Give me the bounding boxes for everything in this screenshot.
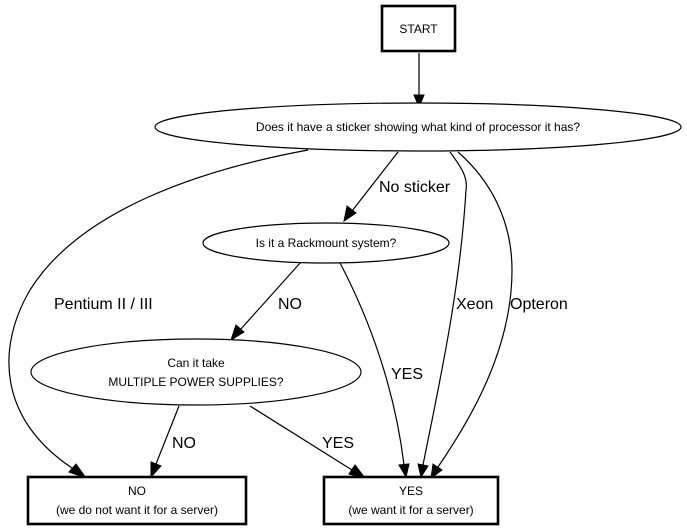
yes-result-box (322, 475, 500, 526)
edge-power-to-no (155, 405, 180, 465)
power-question-line1: Can it take (167, 356, 225, 370)
power-ellipse (30, 338, 362, 406)
yes-result-line2: (we want it for a server) (348, 503, 473, 517)
edge-sticker-to-no (8, 149, 309, 469)
arrowhead-start-to-sticker (413, 94, 425, 109)
sticker-question-label: Does it have a sticker showing what kind… (256, 120, 580, 134)
edge-label-power-yes: YES (322, 435, 354, 452)
power-question-line2: MULTIPLE POWER SUPPLIES? (108, 375, 283, 389)
edge-label-rackmount-no: NO (278, 296, 302, 313)
no-result-line1: NO (128, 484, 146, 498)
start-box (380, 4, 457, 53)
rackmount-question-label: Is it a Rackmount system? (256, 236, 397, 250)
sticker-ellipse (154, 102, 682, 152)
edge-sticker-to-rackmount (351, 151, 399, 212)
node-yes-result: YES (we want it for a server) (322, 475, 500, 526)
no-result-box (26, 475, 248, 526)
arrowhead-sticker-to-rackmount (343, 205, 357, 223)
node-start: START (380, 4, 457, 53)
edge-label-power-no: NO (172, 435, 196, 452)
arrowhead-power-to-no (150, 461, 162, 479)
node-power-question: Can it take MULTIPLE POWER SUPPLIES? (30, 338, 362, 406)
node-rackmount-question: Is it a Rackmount system? (202, 222, 450, 264)
no-result-line2: (we do not want it for a server) (56, 503, 218, 517)
edge-labels: No sticker Pentium II / III Xeon Opteron… (54, 179, 568, 452)
arrowhead-rackmount-to-power (230, 324, 245, 342)
edge-label-no-sticker: No sticker (379, 179, 451, 196)
node-sticker-question: Does it have a sticker showing what kind… (154, 102, 682, 152)
node-no-result: NO (we do not want it for a server) (26, 475, 248, 526)
edge-power-to-yes (249, 405, 353, 471)
edge-sticker-xeon-to-yes (422, 151, 467, 466)
arrowhead-sticker-to-no (68, 463, 88, 479)
edge-label-xeon: Xeon (456, 296, 493, 313)
yes-result-line1: YES (399, 484, 423, 498)
rackmount-ellipse (202, 222, 450, 264)
edge-sticker-opteron-to-yes (437, 151, 513, 468)
arrowhead-xeon-to-yes (417, 463, 429, 479)
arrowhead-opteron-to-yes (430, 463, 443, 480)
edge-label-rackmount-yes: YES (391, 366, 423, 383)
arrowhead-rackmount-to-yes (398, 463, 410, 479)
edges (8, 53, 513, 480)
edge-rackmount-to-yes (339, 262, 405, 466)
edge-label-opteron: Opteron (510, 296, 568, 313)
edge-label-pentium: Pentium II / III (54, 296, 153, 313)
start-label: START (399, 22, 438, 36)
edge-rackmount-to-power (239, 261, 302, 331)
